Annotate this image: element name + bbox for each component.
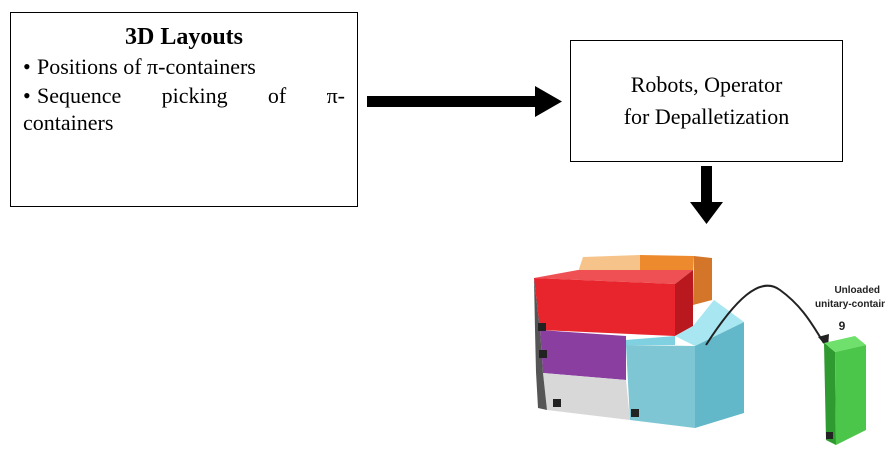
container-number: 9 (839, 319, 846, 333)
bullet-sequence-line2: containers (23, 110, 114, 135)
bullet-sequence-line1-wrap: •Sequence picking of π- (23, 82, 345, 109)
horizontal-arrow (367, 86, 562, 117)
robots-line1: Robots, Operator (630, 72, 783, 97)
vertical-arrow (690, 166, 723, 224)
robots-line2: for Depalletization (623, 104, 790, 129)
bullet-sequence-line1: Sequence picking of π- (37, 83, 345, 108)
layouts-title: 3D Layouts (124, 24, 244, 50)
unloaded-label-line1: Unloaded (834, 285, 880, 296)
container-illustration (534, 255, 866, 445)
layouts-box: 3D Layouts •Positions of π-containers •S… (10, 12, 358, 207)
bullet-positions-text: Positions of π-containers (37, 54, 256, 79)
bullet-glyph: • (23, 83, 31, 108)
unloaded-label-line2: unitary-containe (815, 299, 885, 310)
bullet-positions: •Positions of π-containers (23, 53, 345, 80)
bullet-sequence: •Sequence picking of π- containers (23, 82, 345, 136)
robots-box: Robots, Operator for Depalletization (570, 40, 843, 162)
bullet-glyph: • (23, 54, 31, 79)
